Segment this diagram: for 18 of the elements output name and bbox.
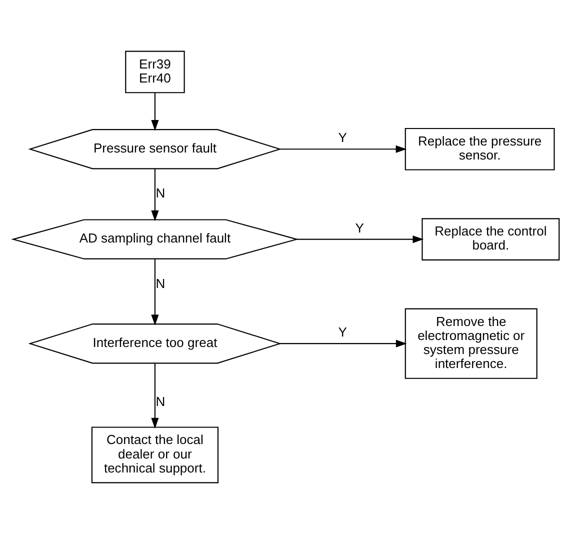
arrow [151,168,159,222]
edge-label: N [156,186,166,201]
node-box: Remove the electromagnetic or system pressure interference. [404,308,538,379]
node-box: Err39 Err40 [125,50,185,94]
arrow [280,340,407,348]
arrow [151,259,159,326]
edge-label: N [156,276,166,291]
node-box: Replace the pressure sensor. [404,128,555,170]
arrow [280,145,407,153]
edge-label: Y [355,220,364,236]
node-box: Replace the control board. [422,218,560,260]
edge-label: N [156,394,166,410]
arrow [151,363,159,429]
edge-label: Y [338,324,347,340]
arrow [151,92,159,131]
arrow [296,236,424,244]
node-box: Contact the local dealer or our technical support. [91,426,219,484]
edge-label: Y [338,130,347,146]
